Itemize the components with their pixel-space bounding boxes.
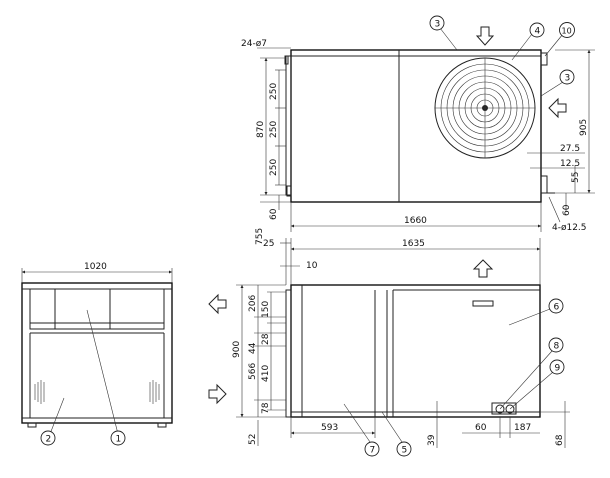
dim-top-250a: 250 [269,83,279,100]
dim-side-10: 10 [306,261,318,271]
dim-side-78: 78 [261,402,271,414]
svg-text:8: 8 [554,342,560,352]
airflow-left-arrow-icon [548,97,567,119]
svg-text:7: 7 [370,446,376,456]
dim-top-hole-spec: 24-ø7 [241,39,267,49]
dim-top-holes: 4-ø12.5 [552,223,587,233]
dim-side-566: 566 [248,363,258,380]
dim-side-187: 187 [514,423,531,433]
airflow-up-arrow-icon [472,259,494,278]
gas-connection-icon [505,404,515,414]
dim-side-25: 25 [263,239,274,249]
svg-text:2: 2 [46,435,52,445]
dim-top-12-5: 12.5 [560,159,580,169]
liquid-connection-icon [495,404,505,414]
dim-side-410: 410 [261,365,271,382]
dim-side-900: 900 [232,341,242,358]
balloon-3-right: 3 [559,69,575,85]
fan-icon [434,57,536,159]
airflow-right-arrow-bottom-icon [208,383,227,405]
svg-text:3: 3 [435,20,441,30]
svg-text:1: 1 [116,435,122,445]
top-view: 24-ø7 870 250 250 250 60 755 1660 905 27… [241,26,595,245]
dim-top-905: 905 [579,119,589,136]
side-view: 25 1635 10 900 206 44 566 78 150 28 410 … [208,238,570,448]
dim-top-755: 755 [255,228,265,245]
dim-side-593: 593 [321,423,338,433]
balloon-10: 10 [559,22,575,38]
balloon-7: 7 [364,441,380,457]
dim-top-width: 1660 [404,216,427,226]
balloon-8: 8 [548,337,564,353]
airflow-left-arrow-top-icon [208,293,227,315]
dim-side-39: 39 [427,434,437,446]
balloon-6: 6 [548,298,564,314]
svg-text:4: 4 [535,27,541,37]
dim-top-250c: 250 [269,159,279,176]
balloon-3-top: 3 [429,15,445,31]
balloon-9: 9 [549,359,565,375]
svg-text:10: 10 [562,27,572,36]
svg-text:3: 3 [565,74,571,84]
dim-top-870: 870 [256,121,266,138]
front-view: 1020 [21,262,173,435]
balloon-2: 2 [40,430,56,446]
dim-side-44: 44 [248,342,258,354]
dim-side-52: 52 [248,434,258,445]
svg-text:6: 6 [554,303,560,313]
dim-side-60: 60 [475,423,487,433]
dim-top-60: 60 [269,208,279,220]
dim-side-1635: 1635 [402,239,425,249]
dim-top-right-60: 60 [562,204,572,216]
airflow-down-arrow-icon [475,26,495,46]
dim-side-150: 150 [261,301,271,318]
dim-side-28: 28 [261,333,271,345]
dim-side-206: 206 [248,295,258,312]
dim-top-55: 55 [571,172,581,183]
dim-front-width: 1020 [84,262,107,272]
dim-side-68: 68 [555,434,565,446]
dim-top-250b: 250 [269,121,279,138]
balloon-5: 5 [396,441,412,457]
svg-text:9: 9 [555,364,561,374]
balloon-1: 1 [110,430,126,446]
dim-top-27-5: 27.5 [560,144,580,154]
svg-text:5: 5 [402,446,408,456]
balloon-4: 4 [529,22,545,38]
